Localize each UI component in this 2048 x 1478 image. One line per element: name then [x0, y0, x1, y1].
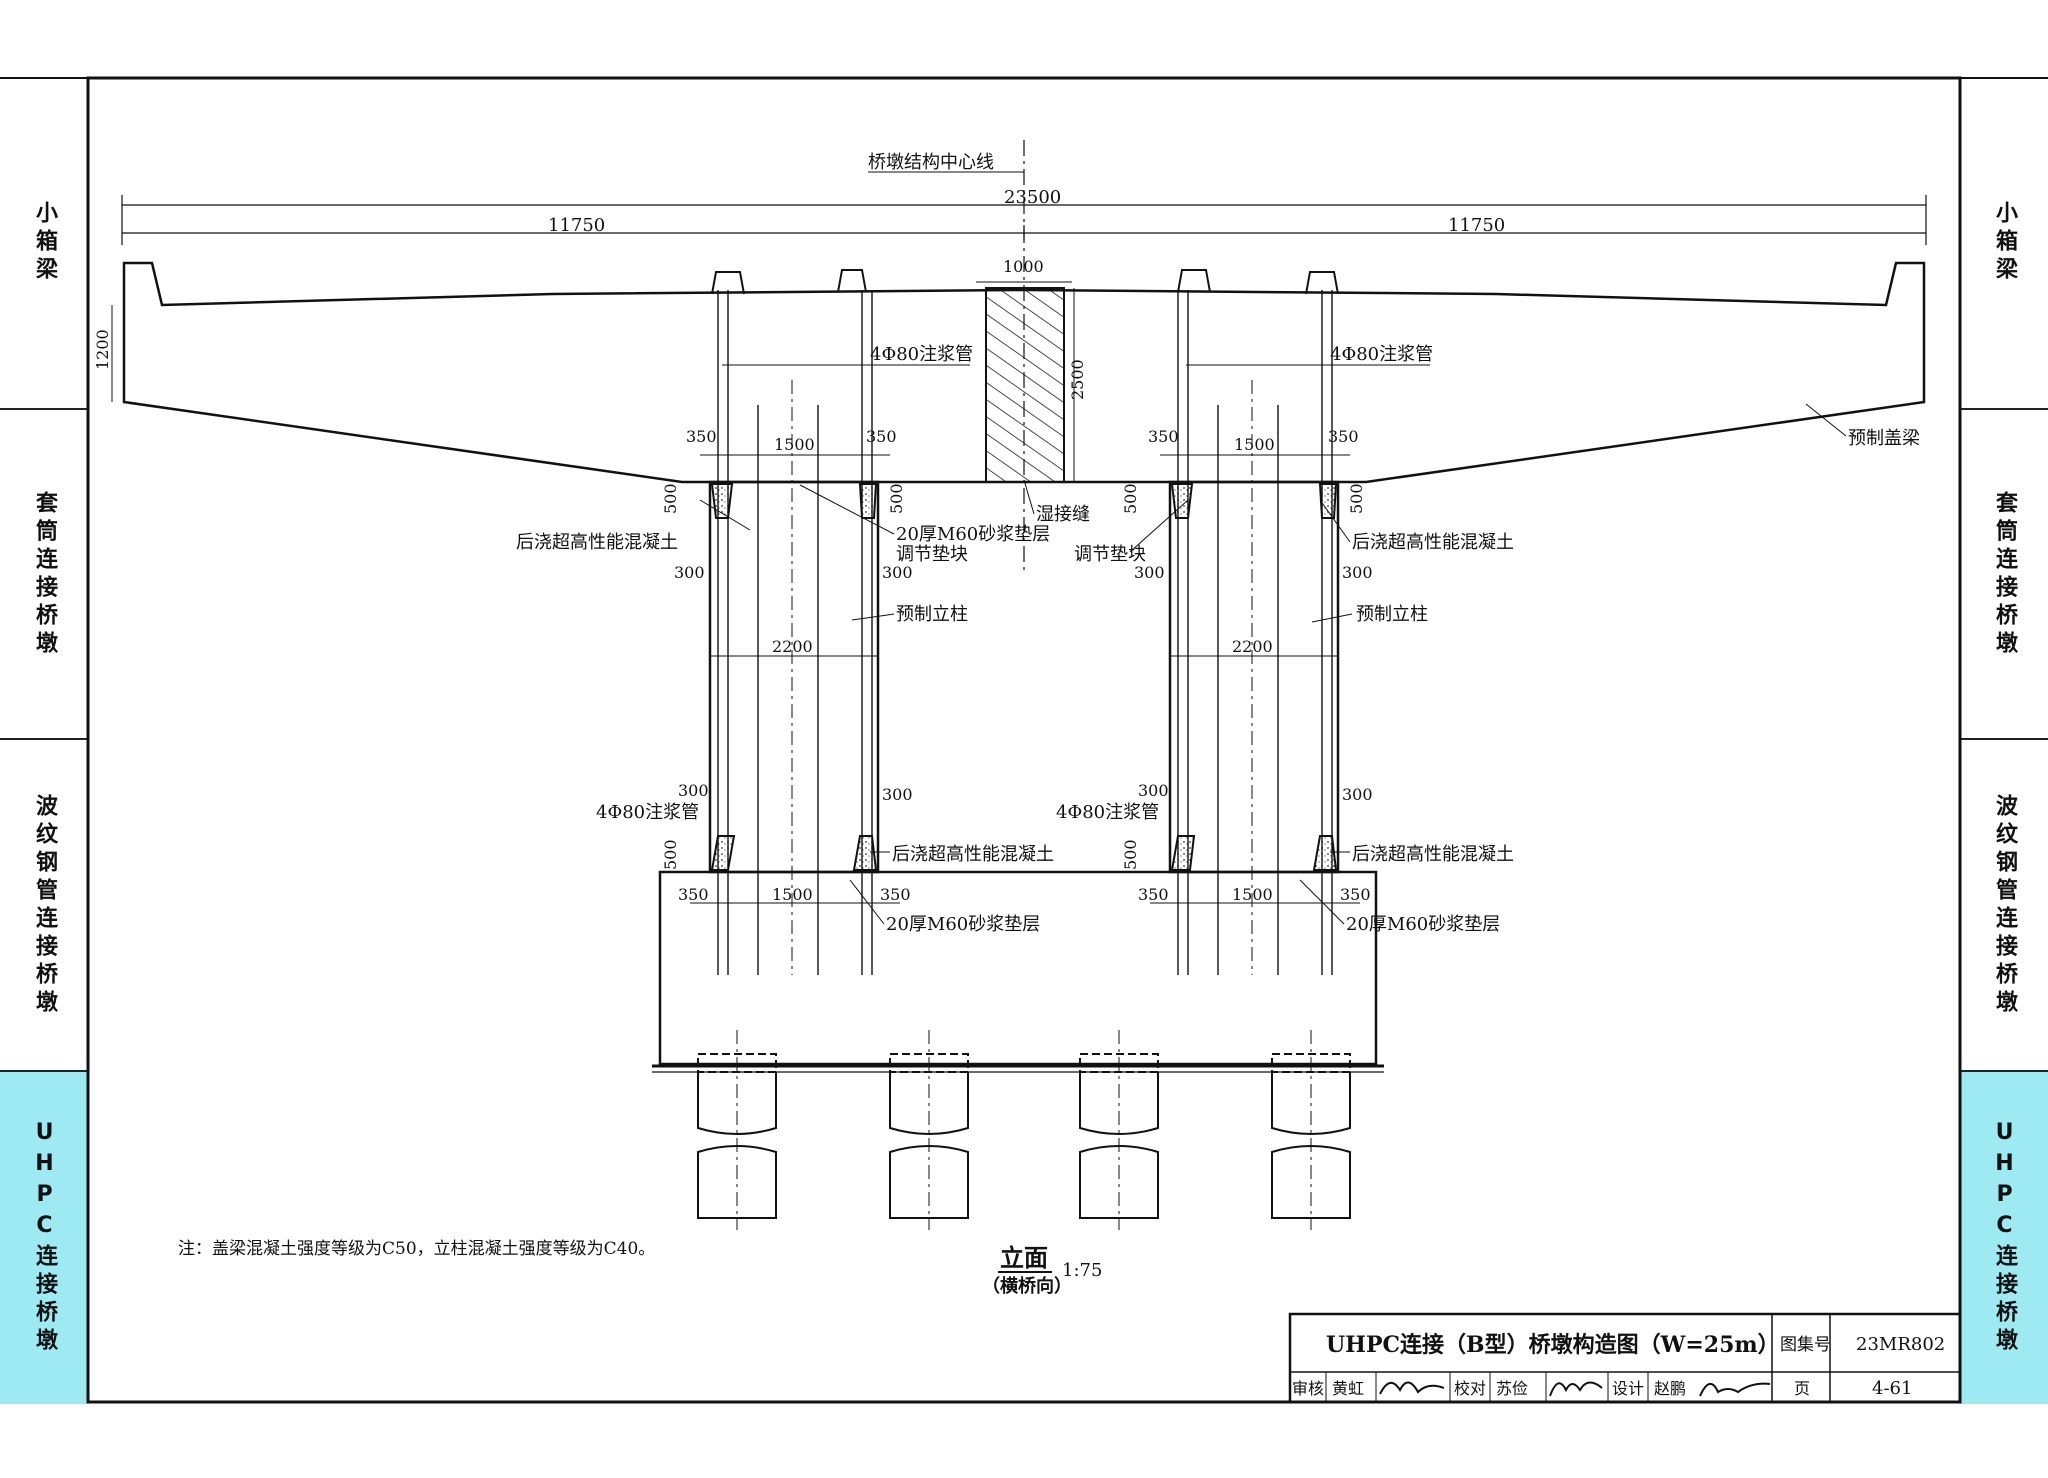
dim-half-right: 11750 — [1448, 215, 1505, 236]
dim-1500: 1500 — [774, 435, 815, 454]
dim-joint-width: 1000 — [1003, 257, 1044, 276]
left-column — [708, 290, 880, 975]
label-wet-joint: 湿接缝 — [1036, 504, 1090, 525]
label-uhpc-cast: 后浇超高性能混凝土 — [516, 532, 678, 553]
label-shim: 调节垫块 — [896, 544, 968, 565]
dim-300: 300 — [882, 785, 913, 804]
label-shim: 调节垫块 — [1074, 544, 1146, 565]
side-tab-label: 小箱梁 — [1992, 201, 2017, 285]
dim-350: 350 — [1328, 427, 1359, 446]
view-subtitle: （横桥向） — [982, 1275, 1072, 1297]
atlas-number: 23MR802 — [1856, 1334, 1945, 1355]
dim-500: 500 — [1121, 839, 1140, 870]
pile-cap — [658, 870, 1378, 1066]
piles — [697, 1030, 1351, 1230]
page-label: 页 — [1794, 1379, 1810, 1398]
dim-300: 300 — [1342, 785, 1373, 804]
view-scale: 1:75 — [1062, 1260, 1102, 1281]
check-label: 校对 — [1454, 1379, 1486, 1398]
side-tab-sleeve-pier[interactable]: 套筒连接桥墩 — [0, 408, 88, 740]
dim-350: 350 — [678, 885, 709, 904]
dim-350: 350 — [1138, 885, 1169, 904]
dim-300: 300 — [678, 781, 709, 800]
view-title: 立面 — [1000, 1243, 1048, 1272]
dim-350: 350 — [880, 885, 911, 904]
side-tab-label: 套筒连接桥墩 — [32, 491, 57, 659]
side-tab-sleeve-pier-right[interactable]: 套筒连接桥墩 — [1960, 408, 2048, 740]
dim-500: 500 — [661, 483, 680, 514]
designer-signature — [1699, 1382, 1771, 1397]
side-tab-label: 波纹钢管连接桥墩 — [1992, 794, 2017, 1018]
checker-name: 苏俭 — [1496, 1379, 1528, 1398]
dim-350: 350 — [686, 427, 717, 446]
drawing-frame — [86, 76, 1962, 1404]
atlas-label: 图集号 — [1780, 1335, 1831, 1355]
side-tab-box-girder[interactable]: 小箱梁 — [0, 78, 88, 408]
side-tab-label: 波纹钢管连接桥墩 — [32, 794, 57, 1018]
drawing-title: UHPC连接（B型）桥墩构造图（W=25m） — [1326, 1332, 1780, 1358]
pile — [697, 1030, 777, 1230]
note-text: 注：盖梁混凝土强度等级为C50，立柱混凝土强度等级为C40。 — [178, 1239, 655, 1259]
dim-2200: 2200 — [1232, 637, 1273, 656]
design-label: 设计 — [1612, 1379, 1644, 1398]
reviewer-name: 黄虹 — [1332, 1379, 1364, 1398]
checker-signature — [1549, 1381, 1603, 1397]
dim-beam-height: 1200 — [93, 329, 112, 370]
side-tab-label: 套筒连接桥墩 — [1992, 491, 2017, 659]
centerline-label: 桥墩结构中心线 — [868, 152, 994, 173]
label-uhpc-cast: 后浇超高性能混凝土 — [892, 844, 1054, 865]
dim-300: 300 — [674, 563, 705, 582]
grout-pipe-label-right: 4Φ80注浆管 — [1330, 344, 1433, 365]
review-label: 审核 — [1292, 1379, 1324, 1398]
side-tab-corrugated-pier[interactable]: 波纹钢管连接桥墩 — [0, 738, 88, 1072]
dim-1500: 1500 — [1232, 885, 1273, 904]
label-mortar: 20厚M60砂浆垫层 — [886, 914, 1040, 935]
dim-500: 500 — [1347, 483, 1366, 514]
pile — [1271, 1030, 1351, 1230]
top-dimensions — [121, 195, 1927, 245]
dim-300: 300 — [1134, 563, 1165, 582]
grout-pipe-label: 4Φ80注浆管 — [1056, 802, 1159, 823]
side-tab-label: UHPC连接桥墩 — [1992, 1120, 2017, 1356]
pile — [889, 1030, 969, 1230]
side-tab-box-girder-right[interactable]: 小箱梁 — [1960, 78, 2048, 408]
dim-500: 500 — [661, 839, 680, 870]
dim-2200: 2200 — [772, 637, 813, 656]
label-mortar: 20厚M60砂浆垫层 — [896, 524, 1050, 545]
side-tab-uhpc-pier[interactable]: UHPC连接桥墩 — [0, 1070, 88, 1404]
grout-pipe-label: 4Φ80注浆管 — [596, 802, 699, 823]
dim-1500: 1500 — [1234, 435, 1275, 454]
label-mortar: 20厚M60砂浆垫层 — [1346, 914, 1500, 935]
grout-pipe-label-left: 4Φ80注浆管 — [870, 344, 973, 365]
designer-name: 赵鹏 — [1654, 1379, 1686, 1398]
dim-500: 500 — [1121, 483, 1140, 514]
reviewer-signature — [1379, 1381, 1445, 1395]
side-tab-corrugated-pier-right[interactable]: 波纹钢管连接桥墩 — [1960, 738, 2048, 1072]
label-uhpc-cast: 后浇超高性能混凝土 — [1352, 532, 1514, 553]
pile — [1079, 1030, 1159, 1230]
bearings — [711, 269, 1339, 295]
dim-350: 350 — [1148, 427, 1179, 446]
dim-300: 300 — [1342, 563, 1373, 582]
dim-300: 300 — [882, 563, 913, 582]
label-precast-capbeam: 预制盖梁 — [1848, 428, 1920, 449]
dim-350: 350 — [866, 427, 897, 446]
label-precast-column: 预制立柱 — [1356, 604, 1428, 625]
dim-total: 23500 — [1004, 187, 1061, 208]
dim-500: 500 — [887, 483, 906, 514]
side-tab-label: UHPC连接桥墩 — [32, 1120, 57, 1356]
title-block — [1288, 1312, 1962, 1404]
label-precast-column: 预制立柱 — [896, 604, 968, 625]
dim-joint-height: 2500 — [1068, 359, 1087, 400]
label-uhpc-cast: 后浇超高性能混凝土 — [1352, 844, 1514, 865]
dim-300: 300 — [1138, 781, 1169, 800]
dim-350: 350 — [1340, 885, 1371, 904]
side-tab-uhpc-pier-right[interactable]: UHPC连接桥墩 — [1960, 1070, 2048, 1404]
dim-half-left: 11750 — [548, 215, 605, 236]
side-tab-label: 小箱梁 — [32, 201, 57, 285]
dim-1500: 1500 — [772, 885, 813, 904]
page-number: 4-61 — [1872, 1378, 1912, 1399]
wet-joint — [985, 287, 1065, 483]
